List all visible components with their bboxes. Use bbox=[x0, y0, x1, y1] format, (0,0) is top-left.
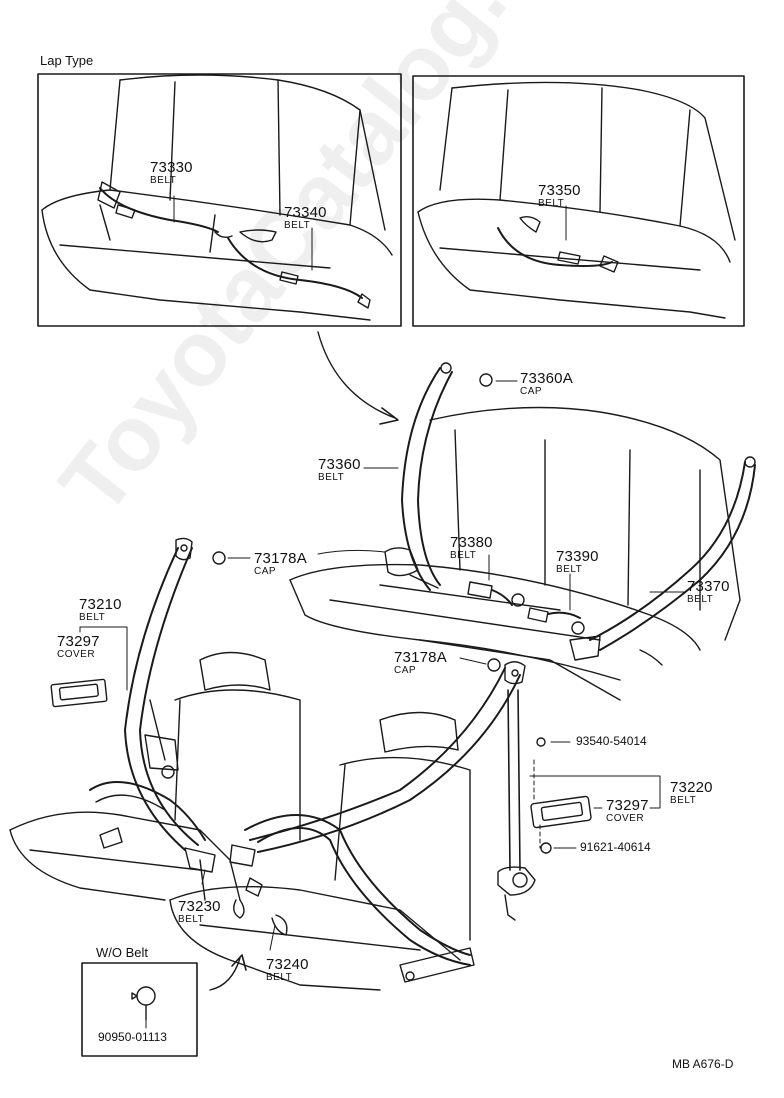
lap-type-left-frame bbox=[37, 73, 402, 327]
lap-type-right-frame bbox=[412, 75, 745, 327]
cover-73297-right-icon bbox=[530, 795, 592, 829]
cap-73360a-icon bbox=[479, 373, 493, 387]
diagram-code: MB A676-D bbox=[672, 1057, 734, 1071]
lap-type-title: Lap Type bbox=[40, 53, 94, 68]
rear-bench-seat-drawing bbox=[289, 406, 741, 701]
lap-left-seat-drawing bbox=[41, 74, 393, 321]
front-left-seat-drawing bbox=[9, 651, 301, 901]
rear-center-belts bbox=[467, 581, 585, 635]
cap-73178a-left-icon bbox=[212, 551, 226, 565]
bolt-93540-icon bbox=[536, 737, 546, 747]
rear-outer-belt-right bbox=[569, 456, 756, 666]
cap-73178a-center-icon bbox=[487, 658, 501, 672]
bolt-91621-icon bbox=[540, 842, 552, 854]
wo-belt-arrow bbox=[209, 957, 241, 991]
plug-90950-icon bbox=[131, 986, 156, 1006]
wo-belt-frame bbox=[81, 962, 198, 1057]
front-left-belt bbox=[89, 537, 216, 901]
front-right-seat-drawing bbox=[169, 711, 471, 991]
lap-to-rear-arrow bbox=[317, 331, 396, 419]
callout-93540-54014: 93540-54014 bbox=[576, 734, 647, 748]
wo-belt-title: W/O Belt bbox=[96, 945, 149, 960]
callout-91621-40614: 91621-40614 bbox=[580, 840, 651, 854]
cover-73297-left-icon bbox=[50, 678, 108, 708]
callout-90950-01113: 90950-01113 bbox=[98, 1030, 167, 1044]
leader-lines bbox=[79, 195, 685, 1029]
rear-outer-belt-left bbox=[384, 362, 453, 591]
lap-right-seat-drawing bbox=[417, 81, 736, 319]
front-right-belt bbox=[229, 661, 536, 983]
